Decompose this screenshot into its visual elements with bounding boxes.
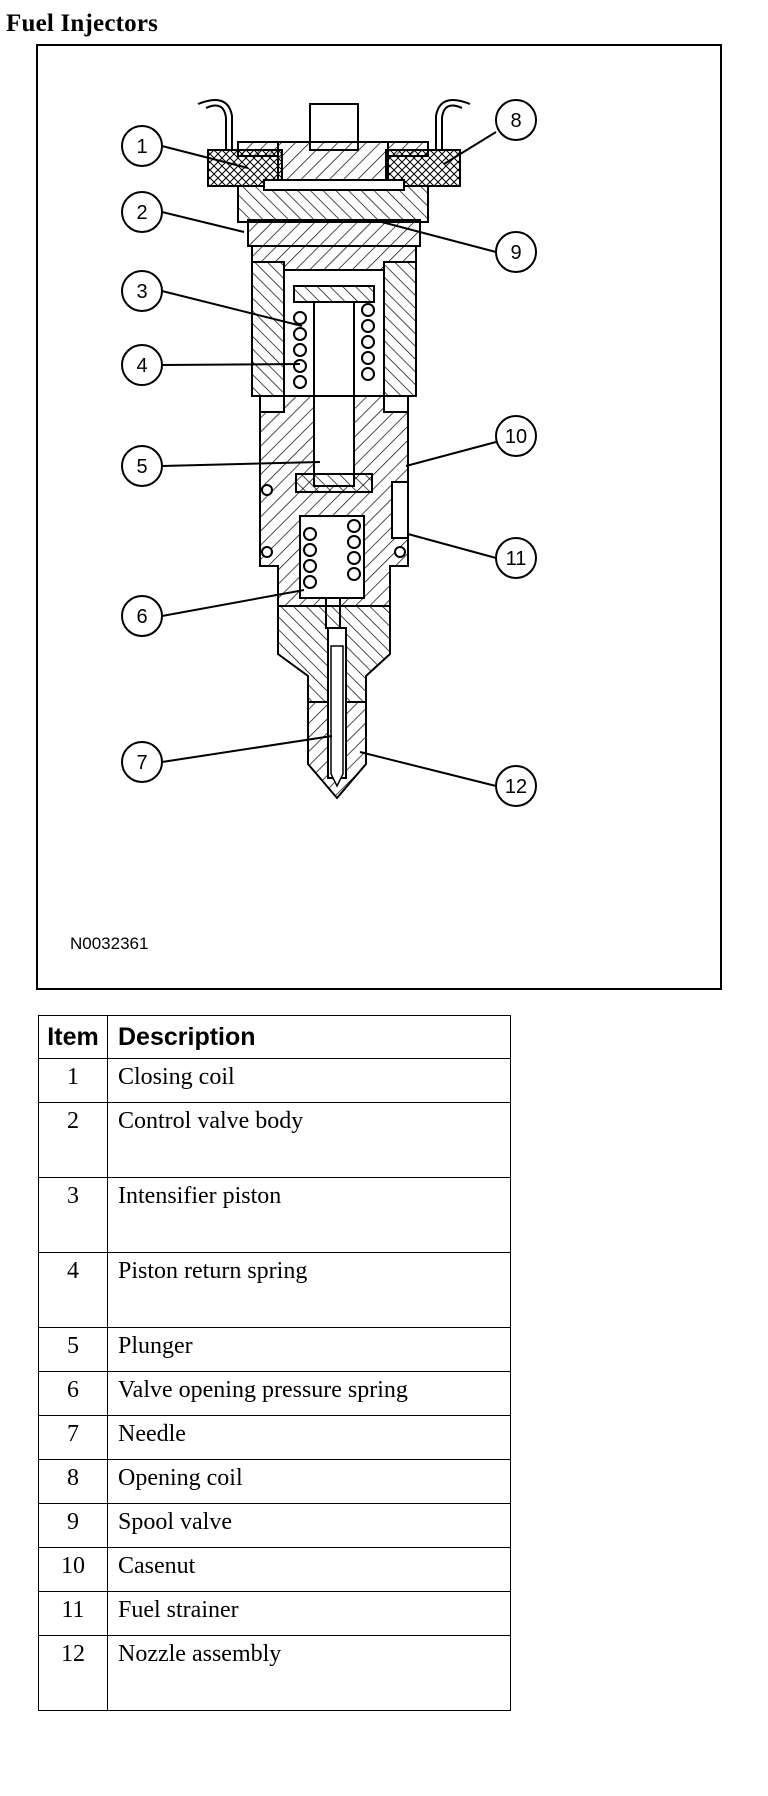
column-header-item: Item <box>38 1015 108 1059</box>
item-description: Opening coil <box>107 1459 511 1504</box>
callout-label: 2 <box>136 202 147 224</box>
column-header-description: Description <box>107 1015 511 1059</box>
casenut <box>259 395 409 607</box>
item-number: 9 <box>38 1503 108 1548</box>
item-number: 10 <box>38 1547 108 1592</box>
item-number: 2 <box>38 1102 108 1178</box>
callout-12: 12 <box>495 765 537 807</box>
callout-label: 12 <box>505 776 527 798</box>
callout-label: 7 <box>136 752 147 774</box>
item-number: 5 <box>38 1327 108 1372</box>
item-description: Spool valve <box>107 1503 511 1548</box>
item-description: Nozzle assembly <box>107 1635 511 1711</box>
callout-label: 8 <box>510 110 521 132</box>
item-description: Piston return spring <box>107 1252 511 1328</box>
callout-9: 9 <box>495 231 537 273</box>
intensifier-piston <box>293 285 375 303</box>
callout-label: 4 <box>136 355 147 377</box>
item-number: 4 <box>38 1252 108 1328</box>
callout-label: 1 <box>136 136 147 158</box>
fuel-strainer <box>391 481 409 539</box>
item-description: Needle <box>107 1415 511 1460</box>
item-description: Control valve body <box>107 1102 511 1178</box>
item-number: 8 <box>38 1459 108 1504</box>
table-header-row: Item Description <box>38 1015 511 1059</box>
item-number: 12 <box>38 1635 108 1711</box>
callout-label: 3 <box>136 281 147 303</box>
item-number: 11 <box>38 1591 108 1636</box>
needle <box>330 645 344 788</box>
callout-3: 3 <box>121 270 163 312</box>
callout-2: 2 <box>121 191 163 233</box>
callout-label: 10 <box>505 426 527 448</box>
callout-7: 7 <box>121 741 163 783</box>
page-title: Fuel Injectors <box>6 10 159 37</box>
callout-10: 10 <box>495 415 537 457</box>
callout-label: 11 <box>506 548 527 570</box>
valve-opening-pressure-spring <box>303 519 361 589</box>
callout-4: 4 <box>121 344 163 386</box>
item-number: 6 <box>38 1371 108 1416</box>
injector-cross-section: 1 2 3 4 5 6 7 8 9 10 11 12 <box>121 99 537 807</box>
item-description: Plunger <box>107 1327 511 1372</box>
item-description: Fuel strainer <box>107 1591 511 1636</box>
item-description: Intensifier piston <box>107 1177 511 1253</box>
item-number: 7 <box>38 1415 108 1460</box>
item-description: Casenut <box>107 1547 511 1592</box>
callout-11: 11 <box>495 537 537 579</box>
figure-id: N0032361 <box>70 934 149 953</box>
callout-label: 5 <box>136 456 147 478</box>
callout-6: 6 <box>121 595 163 637</box>
control-valve-body <box>237 179 429 247</box>
item-description: Closing coil <box>107 1058 511 1103</box>
callout-5: 5 <box>121 445 163 487</box>
callout-label: 9 <box>510 242 521 264</box>
coil-wires <box>197 99 471 150</box>
leader-lines <box>161 131 497 787</box>
callout-1: 1 <box>121 125 163 167</box>
piston-return-spring <box>293 303 375 389</box>
injector-diagram: 1 2 3 4 5 6 7 8 9 10 11 12 N0032361 <box>36 44 722 990</box>
callout-8: 8 <box>495 99 537 141</box>
callout-label: 6 <box>136 606 147 628</box>
item-description: Valve opening pressure spring <box>107 1371 511 1416</box>
item-number: 1 <box>38 1058 108 1103</box>
item-number: 3 <box>38 1177 108 1253</box>
